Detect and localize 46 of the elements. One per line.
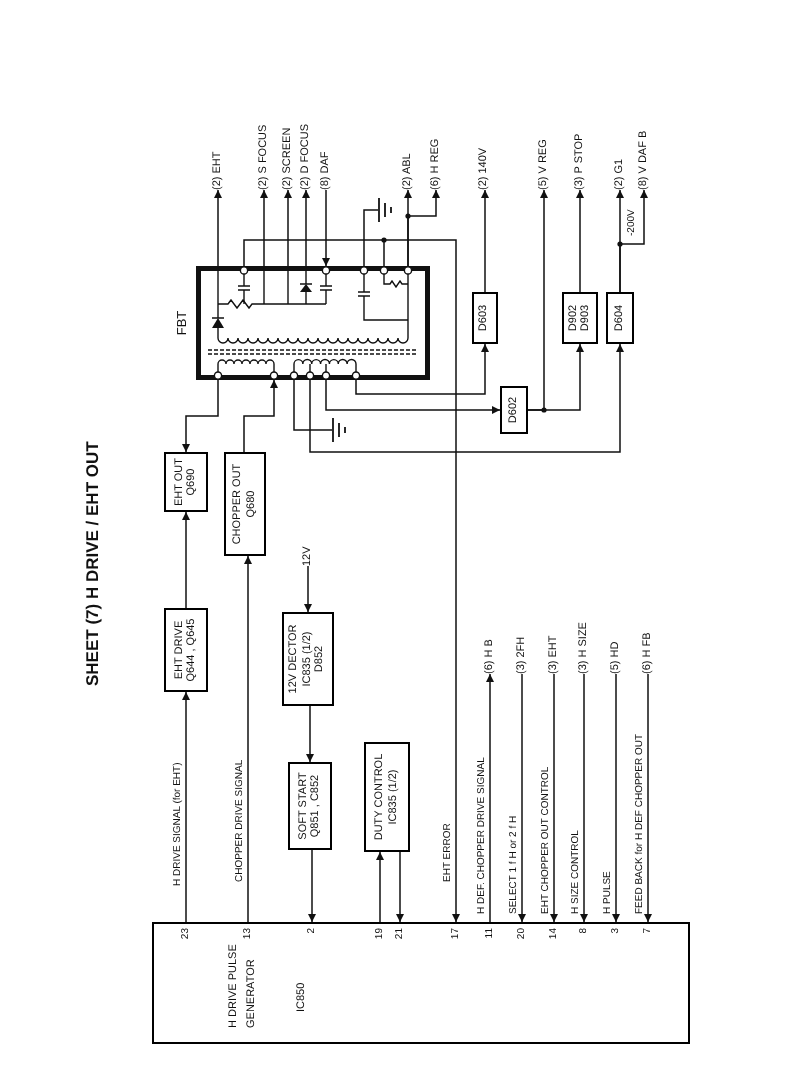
circuit-block — [500, 386, 528, 434]
signal-arrow — [182, 379, 219, 453]
circuit-block — [288, 762, 332, 850]
circuit-block — [562, 292, 598, 344]
signal-arrow — [182, 691, 190, 923]
signal-arrow — [486, 673, 494, 923]
signal-arrow — [619, 189, 648, 293]
signal-arrow — [214, 189, 222, 267]
circuit-block — [606, 292, 634, 344]
signal-arrow — [580, 673, 588, 923]
signal-arrow — [407, 189, 440, 267]
signal-arrow — [396, 851, 404, 923]
circuit-block — [282, 612, 334, 706]
signal-arrow — [302, 189, 310, 267]
circuit-block — [364, 742, 410, 852]
sheet-title: SHEET (7) H DRIVE / EHT OUT — [82, 441, 104, 686]
signal-arrow — [243, 379, 278, 453]
wire — [363, 209, 379, 267]
signal-arrow — [355, 343, 489, 395]
signal-arrow — [481, 189, 489, 293]
circuit-block — [472, 292, 498, 344]
signal-arrow — [243, 239, 460, 923]
signal-arrow — [244, 555, 252, 923]
signal-arrow — [308, 849, 316, 923]
signal-arrow — [304, 565, 312, 613]
signal-arrow — [612, 673, 620, 923]
signal-arrow — [518, 673, 526, 923]
ic-block — [152, 922, 690, 1044]
signal-arrow — [322, 189, 330, 267]
signal-arrow — [182, 511, 190, 609]
signal-arrow — [260, 189, 268, 267]
ground-symbol — [378, 198, 392, 222]
signal-arrow — [284, 189, 292, 267]
circuit-block — [164, 452, 208, 512]
signal-arrow — [376, 851, 384, 923]
circuit-block — [224, 452, 266, 556]
signal-arrow — [325, 379, 501, 414]
signal-arrow — [527, 343, 584, 411]
signal-arrow — [576, 189, 584, 293]
signal-arrow — [644, 673, 652, 923]
signal-arrow — [306, 705, 314, 763]
circuit-block — [164, 608, 208, 692]
wire — [293, 379, 333, 431]
ground-symbol — [332, 418, 346, 442]
signal-arrow — [309, 343, 624, 453]
signal-arrow — [550, 673, 558, 923]
